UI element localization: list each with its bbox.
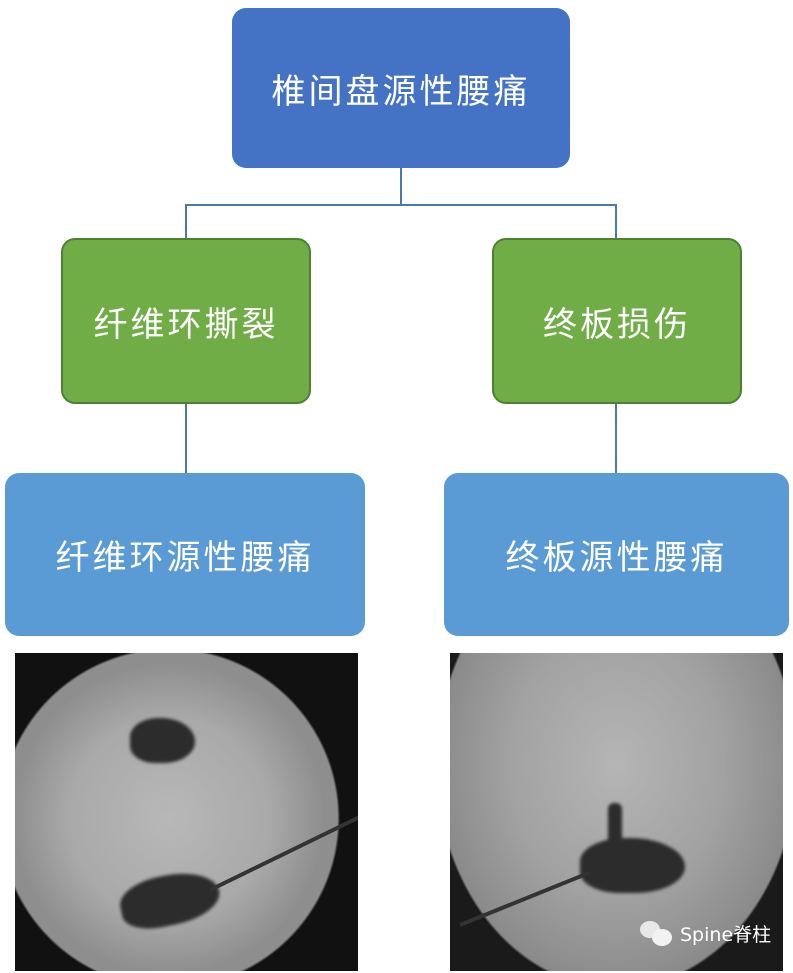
fluoroscopy-image-annulus	[15, 653, 358, 971]
cause-node-annulus-tear: 纤维环撕裂	[61, 238, 311, 404]
cause-node-endplate-injury: 终板损伤	[492, 238, 742, 404]
contrast-lower	[115, 865, 225, 935]
watermark-text: Spine脊柱	[680, 924, 772, 946]
root-node: 椎间盘源性腰痛	[232, 8, 570, 168]
cause-node-label: 终板损伤	[543, 304, 691, 345]
needle	[459, 870, 591, 927]
connector-left-leaf	[185, 404, 187, 473]
wechat-icon	[640, 920, 674, 947]
result-node-label: 纤维环源性腰痛	[55, 538, 315, 578]
watermark: Spine脊柱	[640, 920, 771, 947]
needle	[209, 813, 358, 892]
connector-root-down	[400, 168, 402, 205]
result-node-endplate-pain: 终板源性腰痛	[444, 473, 789, 636]
connector-horizontal	[185, 204, 617, 206]
result-node-label: 终板源性腰痛	[505, 538, 728, 578]
connector-right-leaf	[615, 404, 617, 473]
connector-right-down	[615, 204, 617, 239]
fluoroscopy-image-endplate	[450, 653, 783, 971]
connector-left-down	[185, 204, 187, 239]
result-node-annular-pain: 纤维环源性腰痛	[5, 473, 365, 636]
root-node-label: 椎间盘源性腰痛	[271, 71, 531, 112]
cause-node-label: 纤维环撕裂	[93, 304, 279, 345]
contrast-upper	[130, 718, 195, 763]
contrast-stalk	[608, 803, 622, 848]
contrast-main	[580, 838, 685, 893]
